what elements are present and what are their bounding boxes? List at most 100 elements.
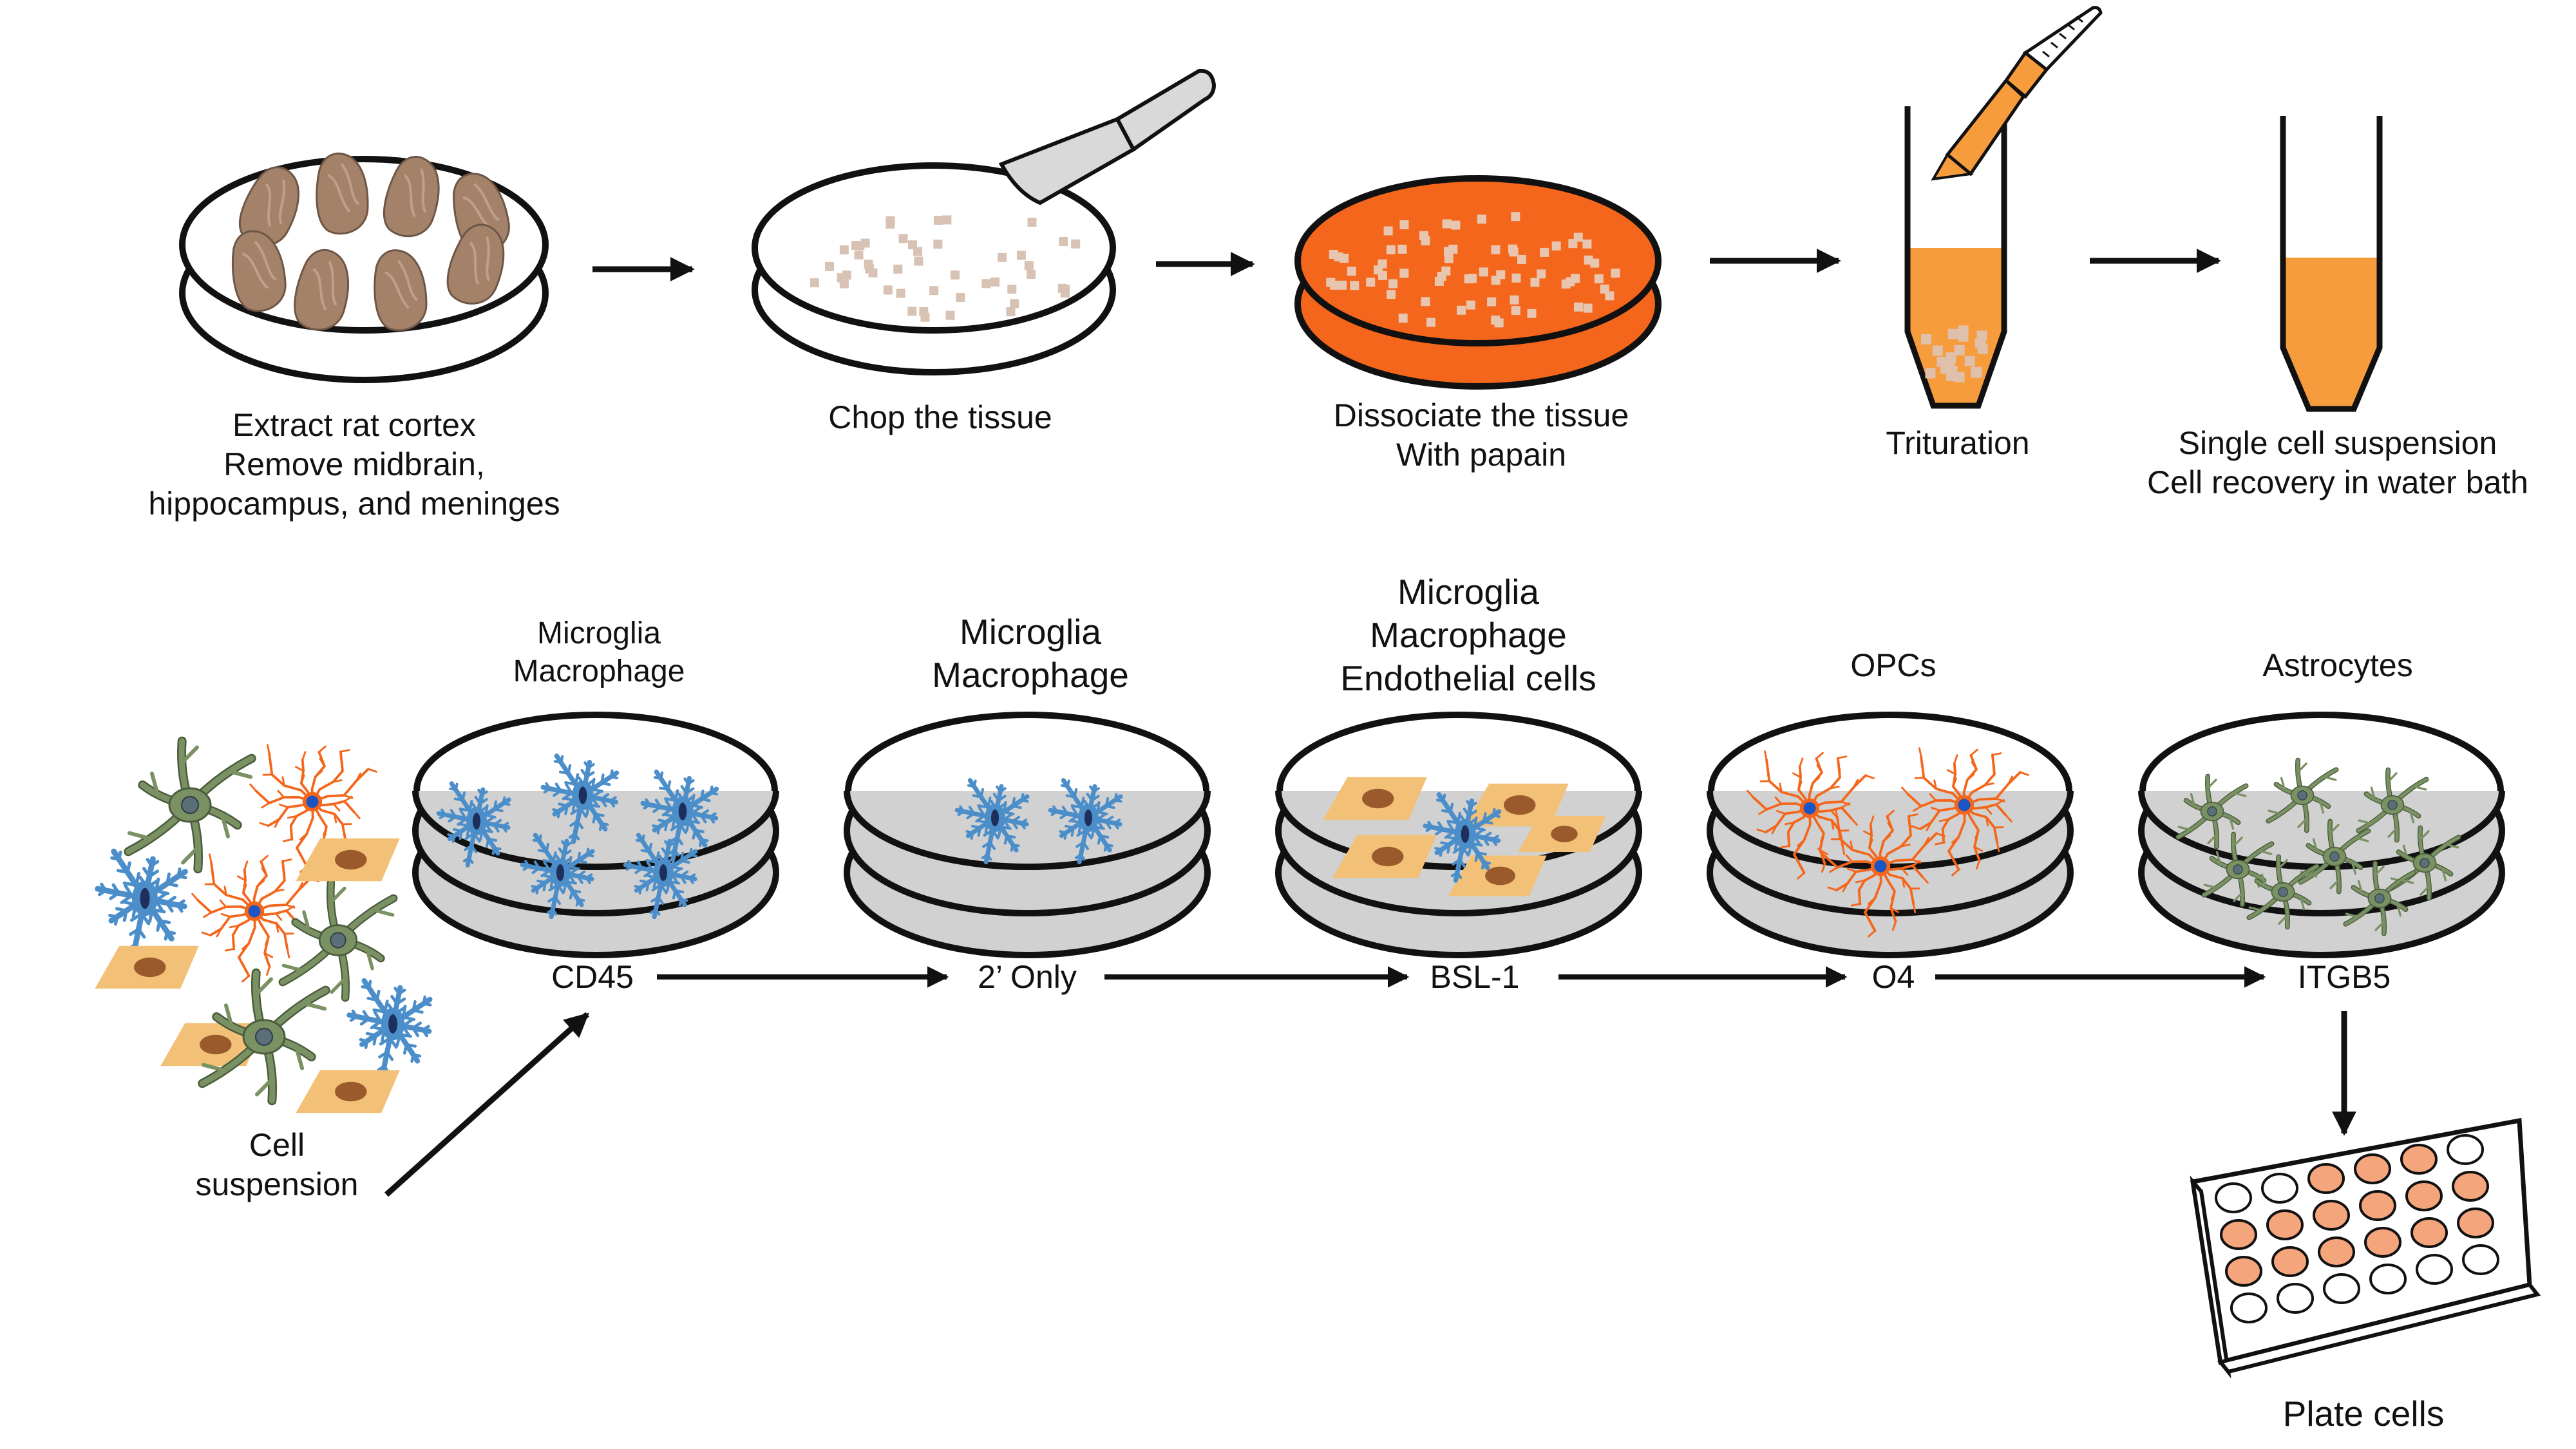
marker-itgb5: ITGB5: [2297, 959, 2391, 995]
tissue-fragment: [898, 234, 908, 243]
conical-tube-icon: [1904, 106, 2007, 409]
brain-piece-icon: [316, 152, 369, 235]
tissue-fragment: [951, 270, 960, 280]
tissue-fragment: [1338, 280, 1347, 290]
microglia-icon: [1048, 778, 1123, 865]
endothelial-cell-icon: [1323, 777, 1427, 820]
well: [2307, 1163, 2345, 1194]
astrocyte-icon: [278, 878, 398, 1002]
endothelial-cell-icon: [1448, 855, 1547, 896]
tissue-fragment: [893, 264, 903, 274]
astrocyte-icon: [2356, 767, 2429, 843]
tissue-fragment: [1366, 278, 1376, 287]
microglia-icon: [954, 778, 1030, 865]
well: [2457, 1208, 2494, 1238]
marker-bsl1: BSL-1: [1430, 959, 1520, 995]
step-trituration-label: Trituration: [1886, 425, 2030, 461]
well: [2220, 1219, 2257, 1250]
microglia-icon: [95, 848, 188, 957]
arrow-icon: [384, 1012, 590, 1197]
tissue-fragment: [1326, 278, 1336, 287]
well: [2400, 1144, 2438, 1175]
tissue-fragment: [825, 261, 835, 271]
tissue-fragment: [1537, 269, 1546, 279]
tissue-fragment: [1940, 363, 1951, 374]
astrocyte-icon: [2298, 819, 2371, 895]
tissue-fragment: [1511, 306, 1520, 316]
well: [2364, 1227, 2401, 1258]
microglia-icon: [640, 770, 719, 860]
tissue-fragment: [1329, 249, 1338, 259]
tissue-fragment: [1605, 291, 1615, 301]
tissue-fragment: [1451, 220, 1461, 230]
tissue-fragment: [1464, 274, 1473, 284]
tissue-fragment: [1958, 325, 1969, 336]
panning-row: [95, 712, 2541, 1379]
tissue-fragment: [933, 215, 943, 225]
tissue-fragment: [1508, 244, 1517, 254]
tissue-fragment: [1457, 305, 1466, 315]
tissue-fragment: [1479, 267, 1488, 277]
endothelial-cell-icon: [296, 1070, 400, 1113]
tissue-fragment: [1540, 247, 1549, 257]
microglia-icon: [436, 781, 511, 868]
tissue-fragment: [990, 277, 999, 287]
tissue-fragment: [1583, 303, 1593, 313]
microglia-icon: [520, 833, 595, 920]
tissue-fragment: [1383, 226, 1393, 236]
dish-itgb5-title: Astrocytes: [2262, 647, 2413, 683]
tissue-fragment: [1374, 265, 1383, 275]
well: [2261, 1173, 2298, 1204]
tissue-fragment: [1477, 214, 1486, 224]
tissue-fragment: [942, 215, 952, 225]
tissue-fragment: [839, 245, 849, 255]
tissue-fragment: [1971, 366, 1982, 377]
pipette-icon: [1931, 6, 2103, 181]
tissue-fragment: [1426, 317, 1435, 327]
tissue-fragment: [1010, 299, 1019, 308]
tissue-fragment: [929, 286, 939, 296]
tissue-fragment: [1600, 284, 1609, 294]
tissue-fragment: [1437, 272, 1446, 281]
well-plate-icon: [2190, 1117, 2541, 1379]
tissue-fragment: [1397, 244, 1407, 254]
astrocyte-icon: [2388, 825, 2461, 901]
tissue-fragment: [1925, 368, 1936, 379]
tissue-fragment: [1398, 313, 1408, 323]
endothelial-cell-icon: [1332, 835, 1437, 878]
tissue-fragment: [1006, 307, 1016, 317]
tissue-fragment: [907, 307, 917, 316]
tissue-fragment: [920, 312, 930, 322]
tissue-fragment: [1582, 239, 1592, 249]
plate-cells-label: Plate cells: [2282, 1394, 2445, 1434]
well: [2313, 1200, 2350, 1231]
brain-piece-icon: [239, 166, 299, 247]
well: [2359, 1190, 2396, 1221]
tissue-fragment: [981, 279, 991, 289]
tissue-fragment: [1071, 239, 1081, 249]
tissue-fragment: [1007, 284, 1017, 294]
tissue-fragment: [1399, 269, 1409, 278]
tissue-fragment: [1442, 219, 1452, 229]
well: [2215, 1182, 2252, 1213]
astrocyte-icon: [2343, 860, 2416, 936]
tissue-fragment: [1511, 212, 1520, 222]
tissue-fragment: [1510, 295, 1519, 305]
petri-dish-icon: [412, 712, 779, 958]
tissue-fragment: [1421, 297, 1430, 307]
astrocyte-icon: [2246, 854, 2320, 930]
tissue-fragment: [1448, 244, 1458, 254]
microglia-icon: [1423, 792, 1502, 883]
tissue-fragment: [1444, 254, 1454, 263]
tissue-fragment: [1399, 220, 1409, 230]
dissociating-tissue-icon: [1326, 212, 1620, 328]
marker-secondary-only: 2’ Only: [978, 959, 1077, 995]
microglia-icon: [540, 753, 620, 844]
opc-icon: [1817, 808, 1946, 938]
tissue-fragment: [1947, 328, 1958, 339]
tissue-fragment: [842, 270, 851, 280]
tissue-fragment: [956, 293, 965, 303]
petri-dish-icon: [844, 712, 1211, 958]
tissue-fragment: [1517, 254, 1526, 264]
